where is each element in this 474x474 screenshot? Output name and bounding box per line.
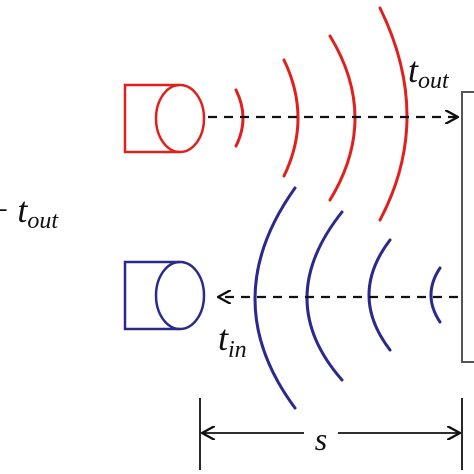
transmitter-icon (123, 83, 206, 154)
outgoing-waves (234, 6, 409, 222)
incoming-waves (253, 186, 442, 410)
label-distance-s: s (315, 421, 327, 457)
reflecting-wall (461, 91, 474, 363)
in-wave-4 (429, 266, 442, 324)
in-wave-1 (253, 186, 297, 410)
out-wave-4 (378, 6, 409, 222)
receiver-icon (123, 260, 206, 331)
label-t-out-left: + tout (0, 190, 59, 234)
label-t-in: tin (218, 318, 247, 363)
in-wave-3 (367, 238, 392, 352)
label-t-out-top: tout (408, 50, 450, 94)
out-wave-2 (282, 58, 300, 178)
